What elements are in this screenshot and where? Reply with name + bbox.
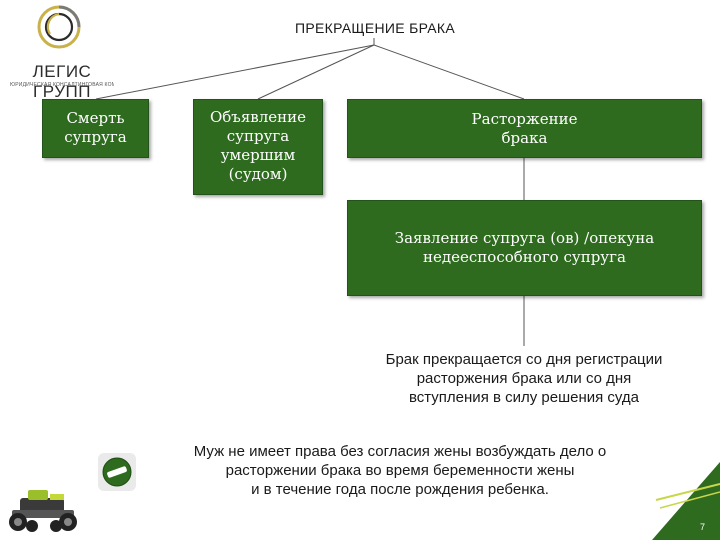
prohibition-icon	[98, 453, 136, 491]
diagram-title: ПРЕКРАЩЕНИЕ БРАКА	[294, 20, 456, 36]
branch-declared-dead: Объявление супруга умершим (судом)	[193, 99, 323, 195]
branch-divorce: Расторжение брака	[347, 99, 702, 158]
page-number: 7	[700, 522, 706, 532]
branch-spouse-death: Смерть супруга	[42, 99, 149, 158]
toy-car-icon	[9, 490, 77, 532]
application-box: Заявление супруга (ов) /опекуна недееспо…	[347, 200, 702, 296]
pregnancy-restriction-note: Муж не имеет права без согласия жены воз…	[193, 443, 607, 498]
corner-decoration	[652, 462, 720, 540]
termination-result-text: Брак прекращается со дня регистрации рас…	[385, 351, 663, 406]
logo-name: ЛЕГИС ГРУПП	[32, 62, 92, 101]
company-logo-icon	[37, 5, 81, 49]
logo-tagline: ЮРИДИЧЕСКАЯ КОНСАЛТИНГОВАЯ КОМПАНИЯ	[10, 82, 114, 88]
